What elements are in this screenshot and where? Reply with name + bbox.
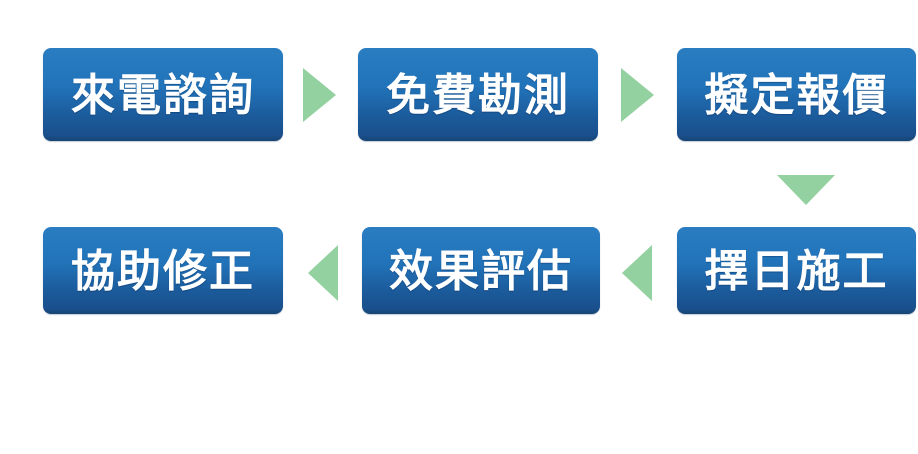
step-box-1: 來電諮詢 — [43, 48, 283, 141]
arrow-left-icon — [308, 245, 338, 301]
step-label-1: 來電諮詢 — [71, 70, 255, 120]
arrow-down-icon — [777, 175, 835, 205]
step-label-5: 效果評估 — [389, 246, 573, 296]
step-box-6: 協助修正 — [43, 227, 283, 314]
step-label-6: 協助修正 — [71, 246, 255, 296]
step-box-4: 擇日施工 — [677, 227, 916, 314]
step-label-3: 擬定報價 — [704, 70, 889, 120]
step-label-4: 擇日施工 — [704, 246, 889, 296]
arrow-left-icon — [622, 245, 652, 301]
arrow-right-icon — [303, 68, 336, 122]
step-box-2: 免費勘測 — [358, 48, 598, 141]
arrow-right-icon — [621, 68, 654, 122]
step-label-2: 免費勘測 — [386, 70, 570, 120]
step-box-5: 效果評估 — [362, 227, 600, 314]
step-box-3: 擬定報價 — [677, 48, 916, 141]
